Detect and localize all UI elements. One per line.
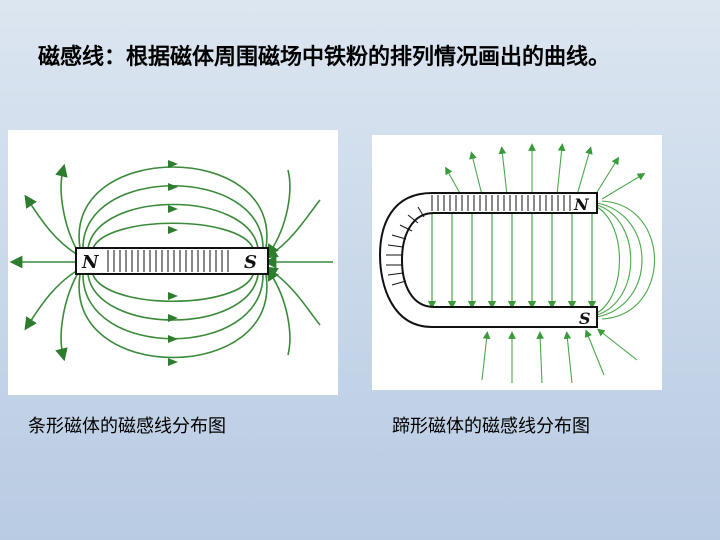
slide-title: 磁感线：根据磁体周围磁场中铁粉的排列情况画出的曲线。: [38, 44, 611, 70]
horseshoe-magnet-figure: N S: [372, 135, 662, 390]
horseshoe-north-label: N: [573, 195, 590, 214]
horseshoe-south-label: S: [579, 309, 591, 328]
bar-magnet-diagram: N S: [9, 160, 333, 366]
horseshoe-inner-lines: [427, 213, 597, 310]
horseshoe-magnet-diagram: N S: [378, 143, 656, 384]
bar-north-label: N: [81, 252, 100, 273]
horseshoe-magnet-caption: 蹄形磁体的磁感线分布图: [392, 416, 590, 437]
bar-loop-arrows: [168, 160, 178, 366]
horseshoe-outer-lines: [445, 143, 656, 384]
bar-south-label: S: [244, 252, 257, 273]
horseshoe-magnet-body: N S: [378, 192, 598, 328]
bar-magnet-body: N S: [75, 247, 269, 275]
bar-magnet-caption: 条形磁体的磁感线分布图: [28, 416, 226, 437]
bar-magnet-figure: N S: [8, 130, 338, 395]
